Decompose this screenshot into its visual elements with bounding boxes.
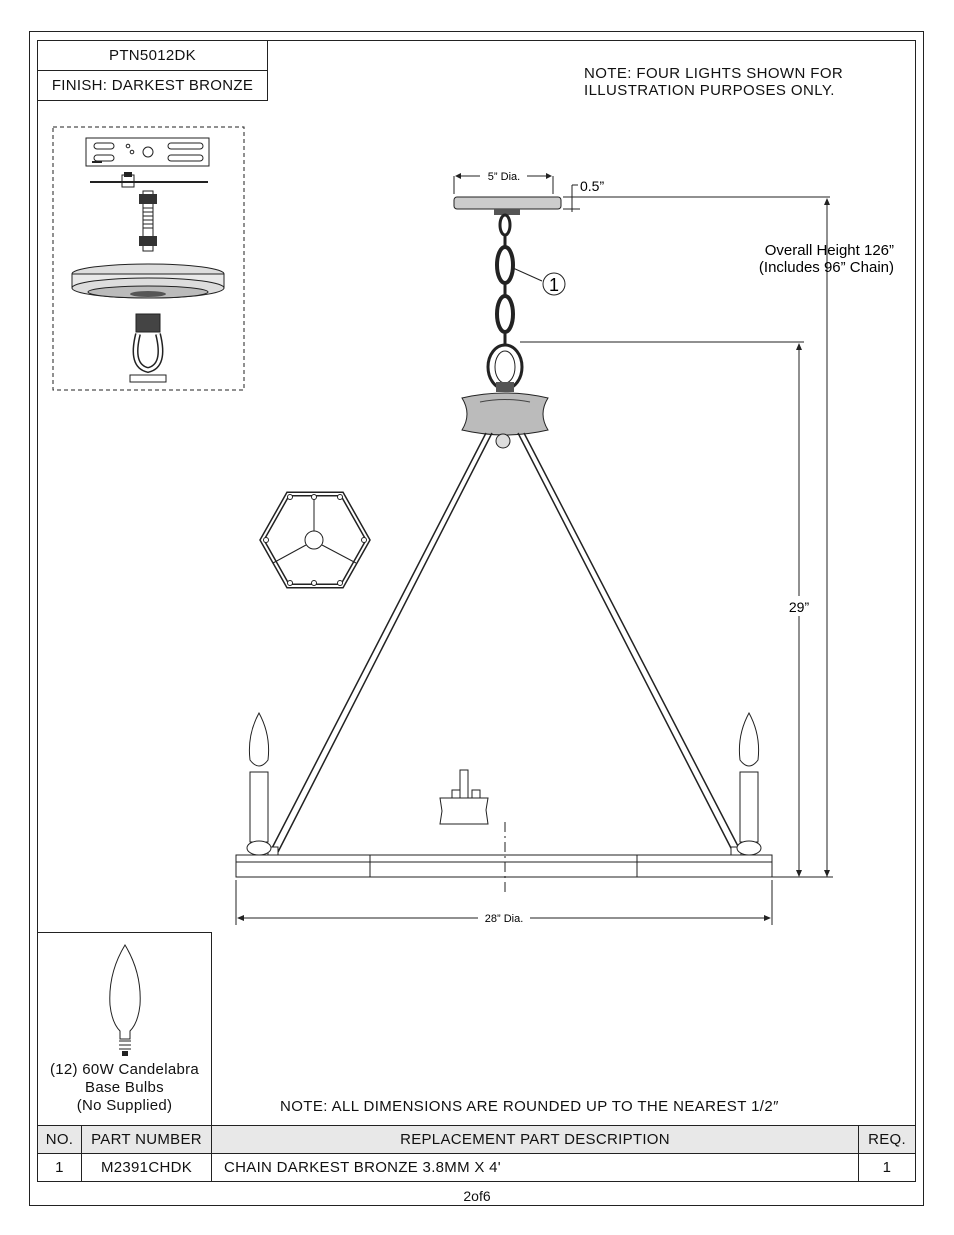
bulb-spec-line2: Base Bulbs — [85, 1079, 164, 1096]
header-no-label: NO. — [45, 1131, 74, 1148]
callout-leader — [512, 267, 543, 282]
table-row-req: 1 — [858, 1153, 916, 1182]
header-req: REQ. — [858, 1125, 916, 1154]
header-part-number-label: PART NUMBER — [91, 1131, 202, 1148]
hexagon-top-view — [259, 491, 371, 589]
overall-height-line2: (Includes 96” Chain) — [759, 259, 894, 276]
illustration-note-line2: ILLUSTRATION PURPOSES ONLY. — [584, 82, 835, 99]
arrow-left-icon — [455, 173, 461, 179]
page-number: 2of6 — [463, 1188, 491, 1204]
illustration-note: NOTE: FOUR LIGHTS SHOWN FOR ILLUSTRATION… — [584, 65, 843, 99]
crossbar-icon — [85, 137, 210, 167]
finish-cell: FINISH: DARKEST BRONZE — [37, 70, 268, 101]
header-description-label: REPLACEMENT PART DESCRIPTION — [400, 1131, 670, 1148]
canopy-dia-label: 5” Dia. — [488, 171, 520, 183]
header-part-number: PART NUMBER — [81, 1125, 212, 1154]
callout-number: 1 — [549, 275, 559, 295]
mounting-strap-icon — [90, 172, 208, 188]
loop-icon — [132, 313, 164, 374]
arrow-left-icon — [237, 915, 244, 921]
row-description: CHAIN DARKEST BRONZE 3.8MM X 4' — [224, 1159, 501, 1176]
arrow-up-icon — [824, 198, 830, 205]
table-row-part-number: M2391CHDK — [81, 1153, 212, 1182]
arrow-right-icon — [764, 915, 771, 921]
candle-left — [246, 711, 272, 856]
row-no: 1 — [55, 1159, 64, 1176]
outer-border — [29, 31, 924, 1206]
ring-body — [235, 846, 773, 878]
table-row-no: 1 — [37, 1153, 82, 1182]
candle-right — [736, 711, 762, 856]
threaded-nipple-icon — [139, 190, 157, 252]
body-height-label: 29” — [789, 599, 810, 615]
table-row-description: CHAIN DARKEST BRONZE 3.8MM X 4' — [211, 1153, 859, 1182]
center-hub — [461, 392, 549, 449]
arrow-up-icon — [796, 343, 802, 350]
finish-label: FINISH: DARKEST BRONZE — [51, 77, 254, 94]
bulb-spec-line1: (12) 60W Candelabra — [49, 1061, 200, 1078]
callout-bubble — [542, 272, 566, 296]
support-arms — [269, 432, 742, 853]
canopy — [453, 196, 562, 215]
header-req-label: REQ. — [868, 1131, 906, 1148]
arrow-right-icon — [546, 173, 552, 179]
candelabra-bulb-icon — [109, 944, 141, 1056]
canopy-icon — [71, 263, 225, 299]
row-part-number: M2391CHDK — [100, 1159, 193, 1176]
header-no: NO. — [37, 1125, 82, 1154]
chain — [495, 213, 515, 344]
dimensions-note: NOTE: ALL DIMENSIONS ARE ROUNDED UP TO T… — [280, 1098, 779, 1115]
model-number: PTN5012DK — [109, 47, 196, 64]
hanging-loop — [486, 343, 524, 392]
arrow-down-icon — [824, 870, 830, 877]
overall-height-line1: Overall Height 126” — [765, 242, 894, 259]
nut-icon — [129, 374, 167, 383]
bulb-spec-line3: (No Supplied) — [76, 1097, 173, 1114]
arrow-down-icon — [796, 870, 802, 877]
canopy-height-label: 0.5” — [580, 178, 604, 194]
bulb-spec: (12) 60W Candelabra Base Bulbs (No Suppl… — [38, 1061, 211, 1115]
illustration-note-line1: NOTE: FOUR LIGHTS SHOWN FOR — [584, 65, 844, 82]
bulb-box: (12) 60W Candelabra Base Bulbs (No Suppl… — [37, 932, 212, 1126]
arm-detail-icon — [439, 769, 489, 825]
row-req: 1 — [882, 1159, 892, 1176]
header-description: REPLACEMENT PART DESCRIPTION — [211, 1125, 859, 1154]
body-dia-label: 28” Dia. — [485, 913, 524, 925]
mounting-hardware-inset — [52, 126, 245, 391]
